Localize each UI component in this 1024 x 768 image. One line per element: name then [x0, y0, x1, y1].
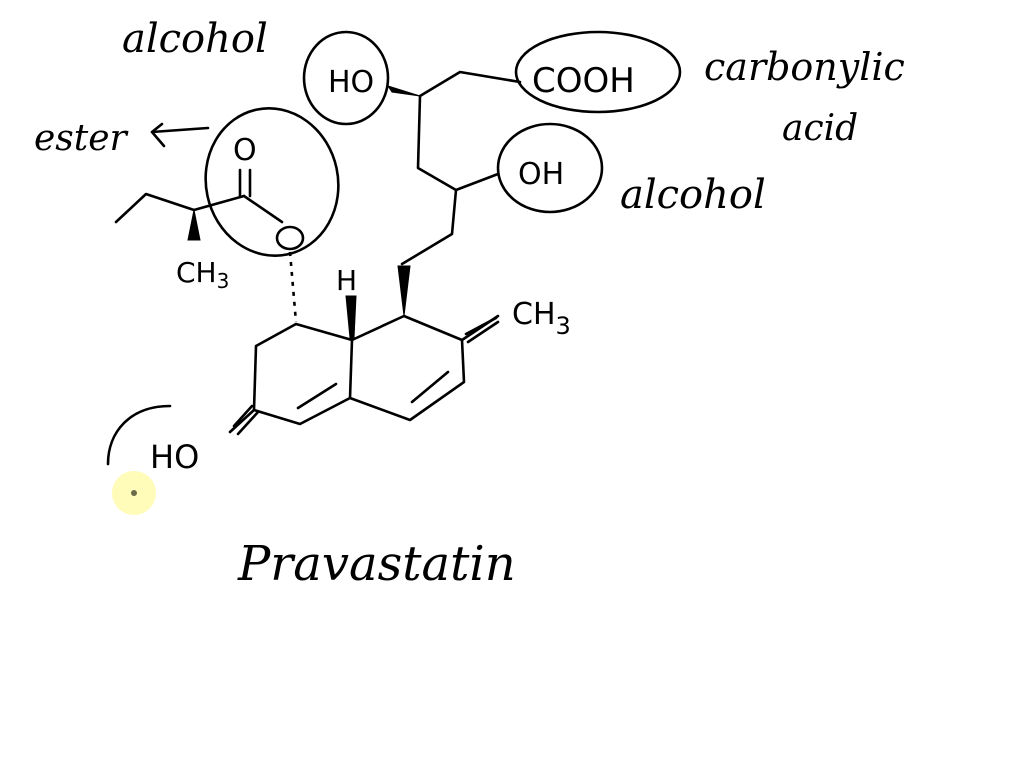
partial-circle-mark: [106, 404, 172, 466]
atom-ch3-side: CH3: [176, 256, 229, 293]
ring-right: [348, 314, 466, 422]
ring-left: [252, 322, 354, 426]
circle-oh: [496, 122, 604, 214]
atom-ho-top: HO: [328, 65, 374, 100]
atom-ester-o: [275, 225, 305, 251]
pointer-cursor-icon: [112, 471, 156, 515]
hashed-wedge-bond: [228, 404, 260, 436]
atom-oh: OH: [518, 157, 564, 192]
circle-cooh: [514, 30, 682, 114]
label-alcohol-right: alcohol: [620, 172, 766, 218]
wedge-bond: [345, 295, 357, 339]
label-carboxylic-acid-line1: carbonylic: [704, 45, 905, 89]
atom-ch3-ring: CH3: [512, 297, 571, 340]
hashed-wedge-bond: [460, 314, 500, 344]
molecule-name-label: Pravastatin: [237, 536, 516, 592]
wedge-bond: [386, 85, 421, 97]
circle-ester-group: [204, 107, 340, 257]
atom-ho-bottom: HO: [150, 438, 199, 476]
label-alcohol-top: alcohol: [122, 16, 268, 62]
arrow-left-icon: [150, 122, 210, 148]
atom-h-bridge: H: [336, 264, 357, 297]
wedge-bond: [187, 209, 201, 241]
wedge-bond: [397, 265, 411, 317]
label-ester: ester: [34, 118, 129, 159]
atom-cooh: COOH: [532, 61, 635, 101]
label-carboxylic-acid-line2: acid: [782, 108, 858, 149]
atom-ester-carbonyl-o: O: [233, 133, 257, 168]
circle-ho-top: [302, 30, 390, 126]
